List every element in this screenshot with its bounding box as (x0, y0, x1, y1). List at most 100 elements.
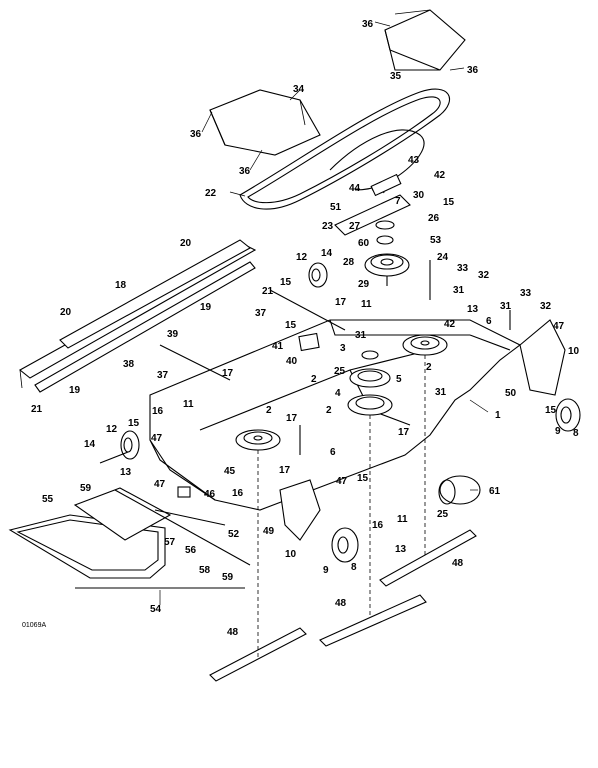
callout-44: 44 (349, 183, 361, 194)
callout-17: 17 (286, 413, 298, 424)
callout-35: 35 (390, 71, 402, 82)
mower-deck-housing (149, 319, 522, 511)
callout-39: 39 (167, 329, 179, 340)
callout-36: 36 (362, 19, 374, 30)
callout-14: 14 (321, 248, 333, 259)
callout-6: 6 (330, 447, 336, 458)
callout-61: 61 (489, 486, 501, 497)
callout-15: 15 (545, 405, 557, 416)
discharge-chute (8, 487, 172, 579)
callout-23: 23 (322, 221, 334, 232)
callout-25: 25 (334, 366, 346, 377)
callout-45: 45 (224, 466, 236, 477)
callout-33: 33 (520, 288, 532, 299)
callout-20: 20 (180, 238, 192, 249)
callout-11: 11 (183, 399, 194, 410)
callout-7: 7 (395, 196, 401, 207)
callout-24: 24 (437, 252, 449, 263)
callout-54: 54 (150, 604, 162, 615)
callout-36: 36 (467, 65, 479, 76)
callout-52: 52 (228, 529, 240, 540)
callout-38: 38 (123, 359, 135, 370)
callout-31: 31 (453, 285, 465, 296)
callout-labels: 1 2 2 2 2 3 4 5 6 6 7 8 8 9 9 10 10 11 1… (22, 19, 580, 638)
assembly-center-lines (257, 355, 426, 660)
chute-hinge-rod (114, 489, 251, 566)
callout-19: 19 (69, 385, 81, 396)
deck-baffle-rails (19, 239, 257, 393)
callout-11: 11 (397, 514, 408, 525)
callout-20: 20 (60, 307, 72, 318)
callout-59: 59 (222, 572, 234, 583)
callout-32: 32 (478, 270, 490, 281)
anti-scalp-roller-left (99, 430, 140, 464)
deck-spindle-right (402, 334, 448, 356)
callout-13: 13 (467, 304, 479, 315)
callout-31: 31 (500, 301, 512, 312)
callout-21: 21 (31, 404, 43, 415)
gauge-wheel-front (279, 479, 359, 563)
callout-2: 2 (266, 405, 272, 416)
callout-12: 12 (106, 424, 118, 435)
callout-26: 26 (428, 213, 440, 224)
callout-13: 13 (395, 544, 407, 555)
callout-32: 32 (540, 301, 552, 312)
callout-16: 16 (232, 488, 244, 499)
callout-59: 59 (80, 483, 92, 494)
callout-8: 8 (351, 562, 357, 573)
callout-17: 17 (222, 368, 234, 379)
callout-42: 42 (434, 170, 446, 181)
callout-43: 43 (408, 155, 420, 166)
callout-27: 27 (349, 221, 361, 232)
callout-47: 47 (553, 321, 565, 332)
callout-2: 2 (326, 405, 332, 416)
callout-16: 16 (152, 406, 164, 417)
callout-15: 15 (443, 197, 455, 208)
callout-53: 53 (430, 235, 442, 246)
callout-60: 60 (358, 238, 370, 249)
callout-17: 17 (398, 427, 410, 438)
callout-8: 8 (573, 428, 579, 439)
callout-11: 11 (361, 299, 372, 310)
blade-center (319, 594, 427, 647)
callout-29: 29 (358, 279, 370, 290)
callout-33: 33 (457, 263, 469, 274)
callout-9: 9 (323, 565, 329, 576)
callout-56: 56 (185, 545, 197, 556)
callout-25: 25 (437, 509, 449, 520)
callout-14: 14 (84, 439, 96, 450)
hardware-bolts (159, 260, 511, 498)
callout-22: 22 (205, 188, 217, 199)
callout-55: 55 (42, 494, 54, 505)
callout-47: 47 (336, 476, 348, 487)
callout-42: 42 (444, 319, 456, 330)
belt-guard-right (384, 9, 466, 71)
callout-48: 48 (452, 558, 464, 569)
callout-49: 49 (263, 526, 275, 537)
callout-57: 57 (164, 537, 176, 548)
callout-30: 30 (413, 190, 425, 201)
callout-50: 50 (505, 388, 517, 399)
deck-spindle-left (235, 429, 281, 451)
callout-3: 3 (340, 343, 346, 354)
callout-36: 36 (239, 166, 251, 177)
callout-19: 19 (200, 302, 212, 313)
blade-right (379, 529, 477, 587)
callout-17: 17 (335, 297, 347, 308)
callout-10: 10 (568, 346, 580, 357)
callout-6: 6 (486, 316, 492, 327)
callout-12: 12 (296, 252, 308, 263)
callout-37: 37 (157, 370, 169, 381)
belt-guard-left (209, 89, 321, 156)
callout-37: 37 (255, 308, 267, 319)
callout-21: 21 (262, 286, 274, 297)
callout-31: 31 (355, 330, 367, 341)
callout-2: 2 (426, 362, 432, 373)
callout-41: 41 (272, 341, 284, 352)
callout-58: 58 (199, 565, 211, 576)
callout-15: 15 (280, 277, 292, 288)
callout-47: 47 (151, 433, 163, 444)
callout-51: 51 (330, 202, 342, 213)
callout-16: 16 (372, 520, 384, 531)
callout-17: 17 (279, 465, 291, 476)
